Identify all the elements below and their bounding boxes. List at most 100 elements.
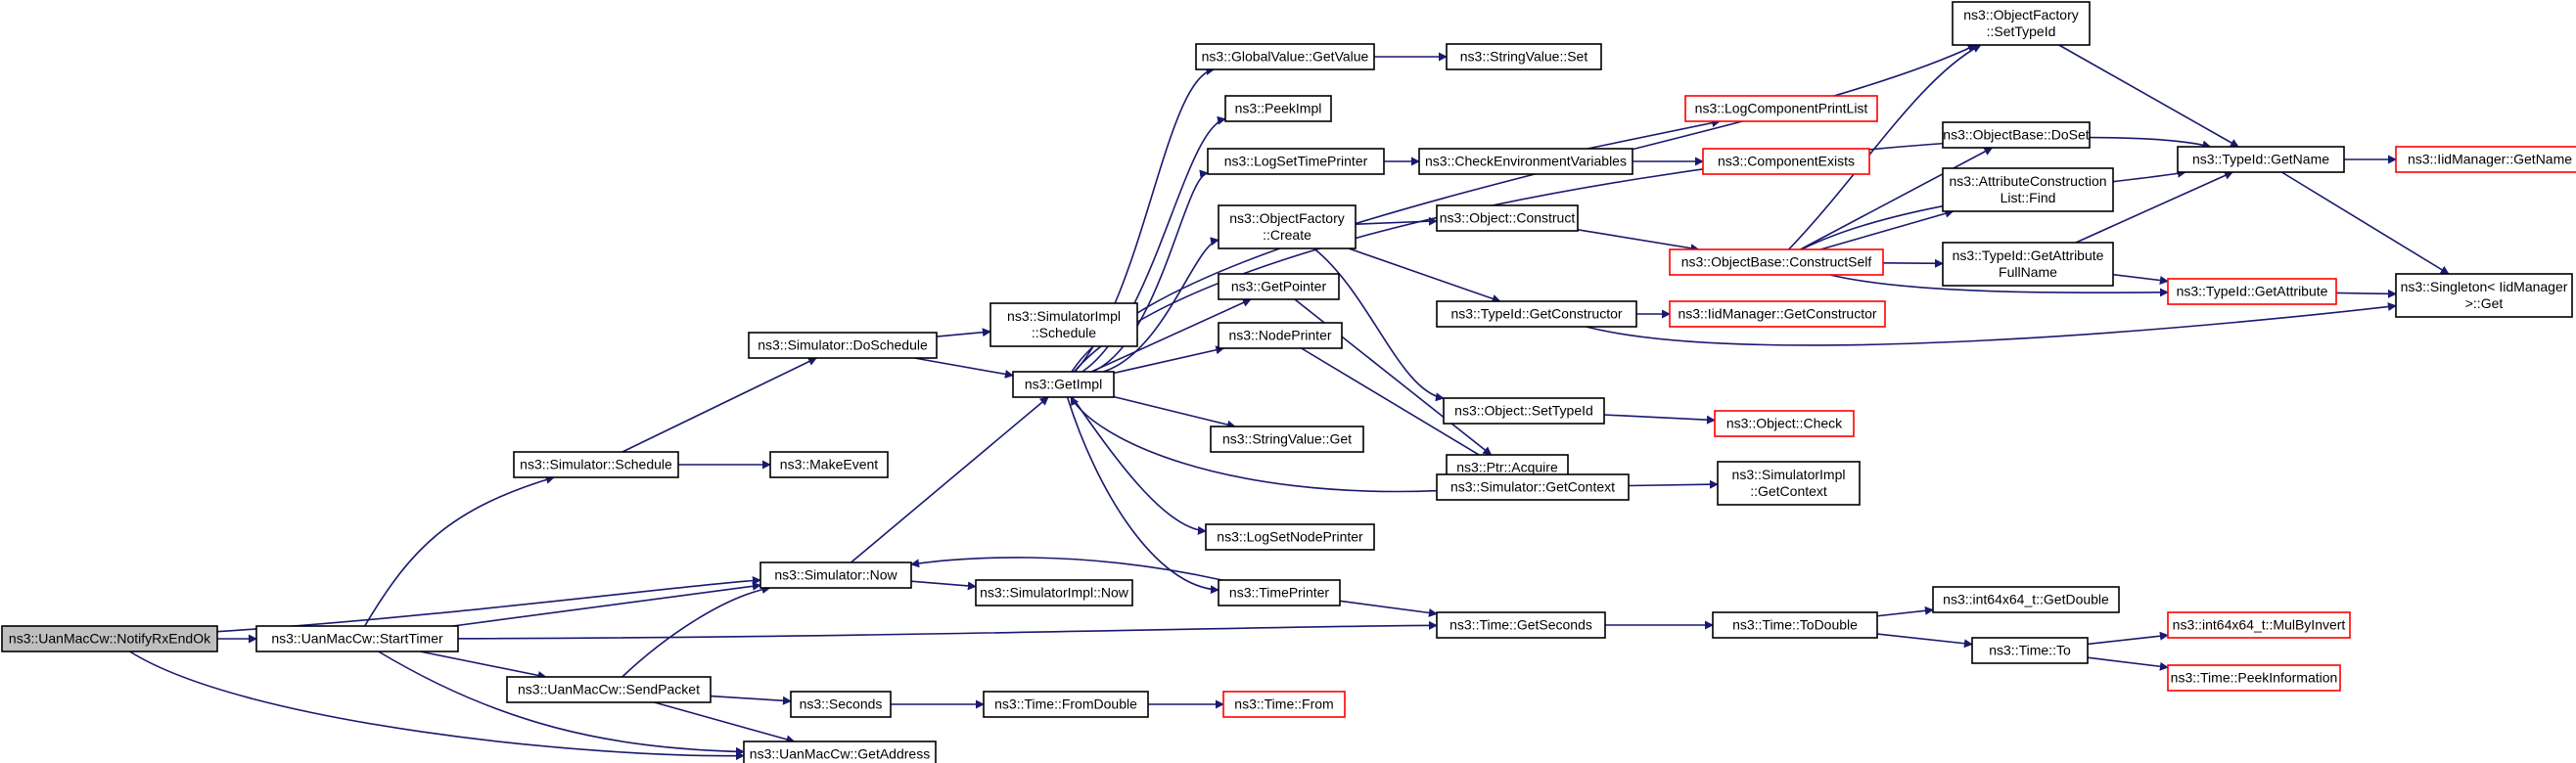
node-int64mulbyinvert[interactable]: ns3::int64x64_t::MulByInvert [2167, 611, 2351, 639]
node-objfactorycreate[interactable]: ns3::ObjectFactory::Create [1218, 204, 1357, 249]
node-typeidgetname[interactable]: ns3::TypeId::GetName [2177, 146, 2345, 173]
node-sendpacket[interactable]: ns3::UanMacCw::SendPacket [506, 676, 712, 703]
edge-simnow-to-simimplnow [910, 580, 977, 591]
node-typeidgetattr[interactable]: ns3::TypeId::GetAttribute [2167, 278, 2337, 305]
node-box [748, 332, 938, 359]
node-notify[interactable]: ns3::UanMacCw::NotifyRxEndOk [1, 625, 218, 652]
node-box [2395, 146, 2576, 173]
edge-starttimer-to-schedule [363, 475, 555, 627]
node-peekimpl[interactable]: ns3::PeekImpl [1224, 95, 1332, 122]
edge-line [910, 557, 1222, 581]
node-timegetseconds[interactable]: ns3::Time::GetSeconds [1436, 611, 1606, 639]
edge-line [1819, 208, 1955, 250]
node-label: ns3::Simulator::GetContext [1450, 479, 1615, 495]
node-iidmgrgetconstructor[interactable]: ns3::IidManager::GetConstructor [1669, 300, 1886, 328]
node-simimplnow[interactable]: ns3::SimulatorImpl::Now [975, 579, 1133, 606]
edge-line [363, 475, 555, 627]
node-objcheck[interactable]: ns3::Object::Check [1714, 410, 1855, 437]
node-nodeprinter[interactable]: ns3::NodePrinter [1218, 322, 1343, 349]
node-label: ns3::UanMacCw::SendPacket [518, 682, 700, 697]
edge-line [1071, 396, 1207, 535]
edge-line [1603, 414, 1716, 425]
node-globalvalue[interactable]: ns3::GlobalValue::GetValue [1195, 43, 1375, 70]
node-logcompprint[interactable]: ns3::LogComponentPrintList [1684, 95, 1878, 122]
node-stringvalueset[interactable]: ns3::StringValue::Set [1446, 43, 1602, 70]
node-iidmgrgetname[interactable]: ns3::IidManager::GetName [2395, 146, 2576, 173]
node-logsettimeprinter[interactable]: ns3::LogSetTimePrinter [1207, 148, 1385, 175]
node-box [1712, 611, 1878, 639]
node-singleton[interactable]: ns3::Singleton< IidManager>::Get [2395, 273, 2573, 318]
node-getimpl[interactable]: ns3::GetImpl [1012, 371, 1115, 398]
node-box [769, 451, 889, 478]
node-objbasedoset[interactable]: ns3::ObjectBase::DoSet [1942, 121, 2091, 149]
edge-simgetcontext-to-simimplgetcontext [1628, 479, 1719, 489]
node-box [1952, 1, 2091, 46]
node-box [1669, 248, 1884, 276]
node-label: ns3::ObjectBase::DoSet [1943, 127, 2090, 143]
node-logsetnodeprinter[interactable]: ns3::LogSetNodePrinter [1205, 523, 1375, 551]
node-timetodouble[interactable]: ns3::Time::ToDouble [1712, 611, 1878, 639]
edge-line [1301, 347, 1513, 475]
node-stringvalueget[interactable]: ns3::StringValue::Get [1210, 426, 1364, 453]
node-simimplgetcontext[interactable]: ns3::SimulatorImpl::GetContext [1717, 461, 1861, 506]
node-label: ns3::ComponentExists [1718, 154, 1855, 169]
edge-doschedule-to-getimpl [914, 357, 1014, 379]
node-label: ns3::GetImpl [1025, 377, 1102, 392]
node-label: ns3::Time::FromDouble [994, 696, 1137, 712]
edge-line [1355, 216, 1438, 226]
node-compexists[interactable]: ns3::ComponentExists [1702, 148, 1870, 175]
node-schedule[interactable]: ns3::Simulator::Schedule [513, 451, 679, 478]
node-label: ns3::Singleton< IidManager [2401, 279, 2568, 294]
node-simimplschedule[interactable]: ns3::SimulatorImpl::Schedule [989, 302, 1138, 347]
edge-objbaseconstructself-to-objbasedoset [1800, 147, 1994, 250]
edge-simnow-to-getimpl [850, 396, 1049, 563]
node-timepeekinfo[interactable]: ns3::Time::PeekInformation [2167, 664, 2341, 692]
node-int64getdouble[interactable]: ns3::int64x64_t::GetDouble [1932, 586, 2120, 613]
node-timeprinter[interactable]: ns3::TimePrinter [1218, 579, 1341, 606]
edge-checkenv-to-logcompprint [1587, 118, 1722, 150]
node-objfactorysettypeid[interactable]: ns3::ObjectFactory::SetTypeId [1952, 1, 2091, 46]
edge-objbaseconstructself-to-attrconstrfind [1819, 208, 1955, 250]
node-seconds[interactable]: ns3::Seconds [790, 691, 892, 718]
edge-objfactorycreate-to-objsettypeid [1312, 247, 1445, 402]
node-label: ns3::StringValue::Set [1460, 49, 1588, 65]
edge-starttimer-to-sendpacket [420, 651, 547, 680]
node-simnow[interactable]: ns3::Simulator::Now [759, 561, 912, 589]
node-label: ::SetTypeId [1987, 23, 2056, 39]
node-typeidgetconstructor[interactable]: ns3::TypeId::GetConstructor [1436, 300, 1637, 328]
edge-timeto-to-int64mulbyinvert [2087, 631, 2169, 646]
node-box [1717, 461, 1861, 506]
node-label: ns3::Simulator::Schedule [520, 457, 672, 472]
edges-layer [129, 44, 2450, 761]
edge-line [1113, 395, 1236, 429]
node-objsettypeid[interactable]: ns3::Object::SetTypeId [1443, 397, 1605, 425]
edge-getimpl-to-stringvalueget [1113, 395, 1236, 429]
node-label: FullName [1999, 264, 2057, 280]
node-box [983, 691, 1149, 718]
edge-line [420, 651, 547, 680]
edge-line [621, 585, 771, 678]
edge-nodeprinter-to-simgetcontext [1301, 347, 1513, 475]
node-simgetcontext[interactable]: ns3::Simulator::GetContext [1436, 473, 1630, 501]
node-doschedule[interactable]: ns3::Simulator::DoSchedule [748, 332, 938, 359]
node-checkenv[interactable]: ns3::CheckEnvironmentVariables [1418, 148, 1633, 175]
node-timeto[interactable]: ns3::Time::To [1971, 637, 2089, 664]
node-makeevent[interactable]: ns3::MakeEvent [769, 451, 889, 478]
node-getaddress[interactable]: ns3::UanMacCw::GetAddress [743, 741, 937, 763]
node-objbaseconstructself[interactable]: ns3::ObjectBase::ConstructSelf [1669, 248, 1884, 276]
edge-line [1091, 169, 1209, 373]
edge-typeidgetattr-to-singleton [2335, 289, 2397, 298]
edge-typeidgetattrfull-to-typeidgetattr [2112, 273, 2169, 285]
node-box [1446, 43, 1602, 70]
edge-line [2087, 631, 2169, 646]
node-label: ns3::ObjectFactory [1963, 7, 2079, 22]
node-starttimer[interactable]: ns3::UanMacCw::StartTimer [255, 625, 459, 652]
node-getpointer[interactable]: ns3::GetPointer [1218, 273, 1340, 300]
edge-line [2087, 656, 2169, 671]
node-timefromdouble[interactable]: ns3::Time::FromDouble [983, 691, 1149, 718]
node-objconstruct[interactable]: ns3::Object::Construct [1436, 204, 1579, 232]
node-timefrom[interactable]: ns3::Time::From [1222, 691, 1346, 718]
